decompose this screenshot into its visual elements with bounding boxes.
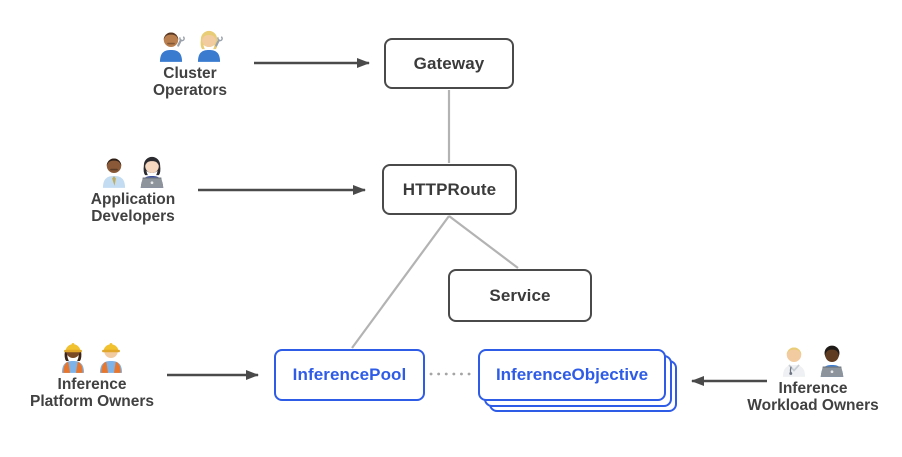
edge-httproute-service <box>448 215 519 269</box>
persona-label-line: Workload Owners <box>747 396 879 414</box>
node-service: Service <box>448 269 592 322</box>
persona-application-developers-label: Application Developers <box>90 191 176 225</box>
persona-label-line: Operators <box>152 81 228 99</box>
persona-cluster-operators: Cluster Operators <box>102 25 278 99</box>
persona-inference-platform-owners-icons <box>56 336 128 374</box>
node-inferencepool-label: InferencePool <box>292 365 407 384</box>
node-inferenceobjective: InferenceObjective <box>478 349 666 401</box>
node-httproute-label: HTTPRoute <box>402 179 497 199</box>
persona-label-line: Inference <box>778 380 848 397</box>
persona-inference-platform-owners: Inference Platform Owners <box>4 336 180 410</box>
persona-label-line: Developers <box>91 207 175 225</box>
persona-inference-workload-owners-label: Inference Workload Owners <box>747 380 879 414</box>
persona-label-line: Cluster <box>163 65 217 82</box>
node-gateway-label: Gateway <box>413 53 485 73</box>
woman-technologist-icon <box>140 156 164 188</box>
man-mechanic-icon <box>159 32 185 62</box>
persona-cluster-operators-icons <box>154 25 226 63</box>
man-technologist-icon <box>820 345 844 377</box>
health-worker-icon <box>782 347 806 377</box>
node-inferenceobjective-stack: InferenceObjective <box>478 349 677 412</box>
persona-inference-workload-owners: Inference Workload Owners <box>725 340 901 414</box>
persona-label-line: Inference <box>57 376 127 393</box>
man-office-worker-icon <box>102 158 126 188</box>
node-gateway: Gateway <box>384 38 514 89</box>
node-service-label: Service <box>489 285 551 305</box>
persona-label-line: Application <box>90 191 176 208</box>
persona-inference-platform-owners-label: Inference Platform Owners <box>29 376 155 410</box>
node-httproute: HTTPRoute <box>382 164 517 215</box>
woman-construction-worker-icon <box>61 343 85 373</box>
persona-cluster-operators-label: Cluster Operators <box>152 65 228 99</box>
node-inferenceobjective-label: InferenceObjective <box>495 365 649 384</box>
woman-mechanic-icon <box>197 30 223 62</box>
persona-inference-workload-owners-icons <box>777 340 849 378</box>
edge-httproute-inferencepool <box>351 215 450 349</box>
man-construction-worker-icon <box>99 343 123 373</box>
persona-application-developers: Application Developers <box>45 151 221 225</box>
node-inferencepool: InferencePool <box>274 349 425 401</box>
persona-label-line: Platform Owners <box>29 392 155 410</box>
persona-application-developers-icons <box>97 151 169 189</box>
